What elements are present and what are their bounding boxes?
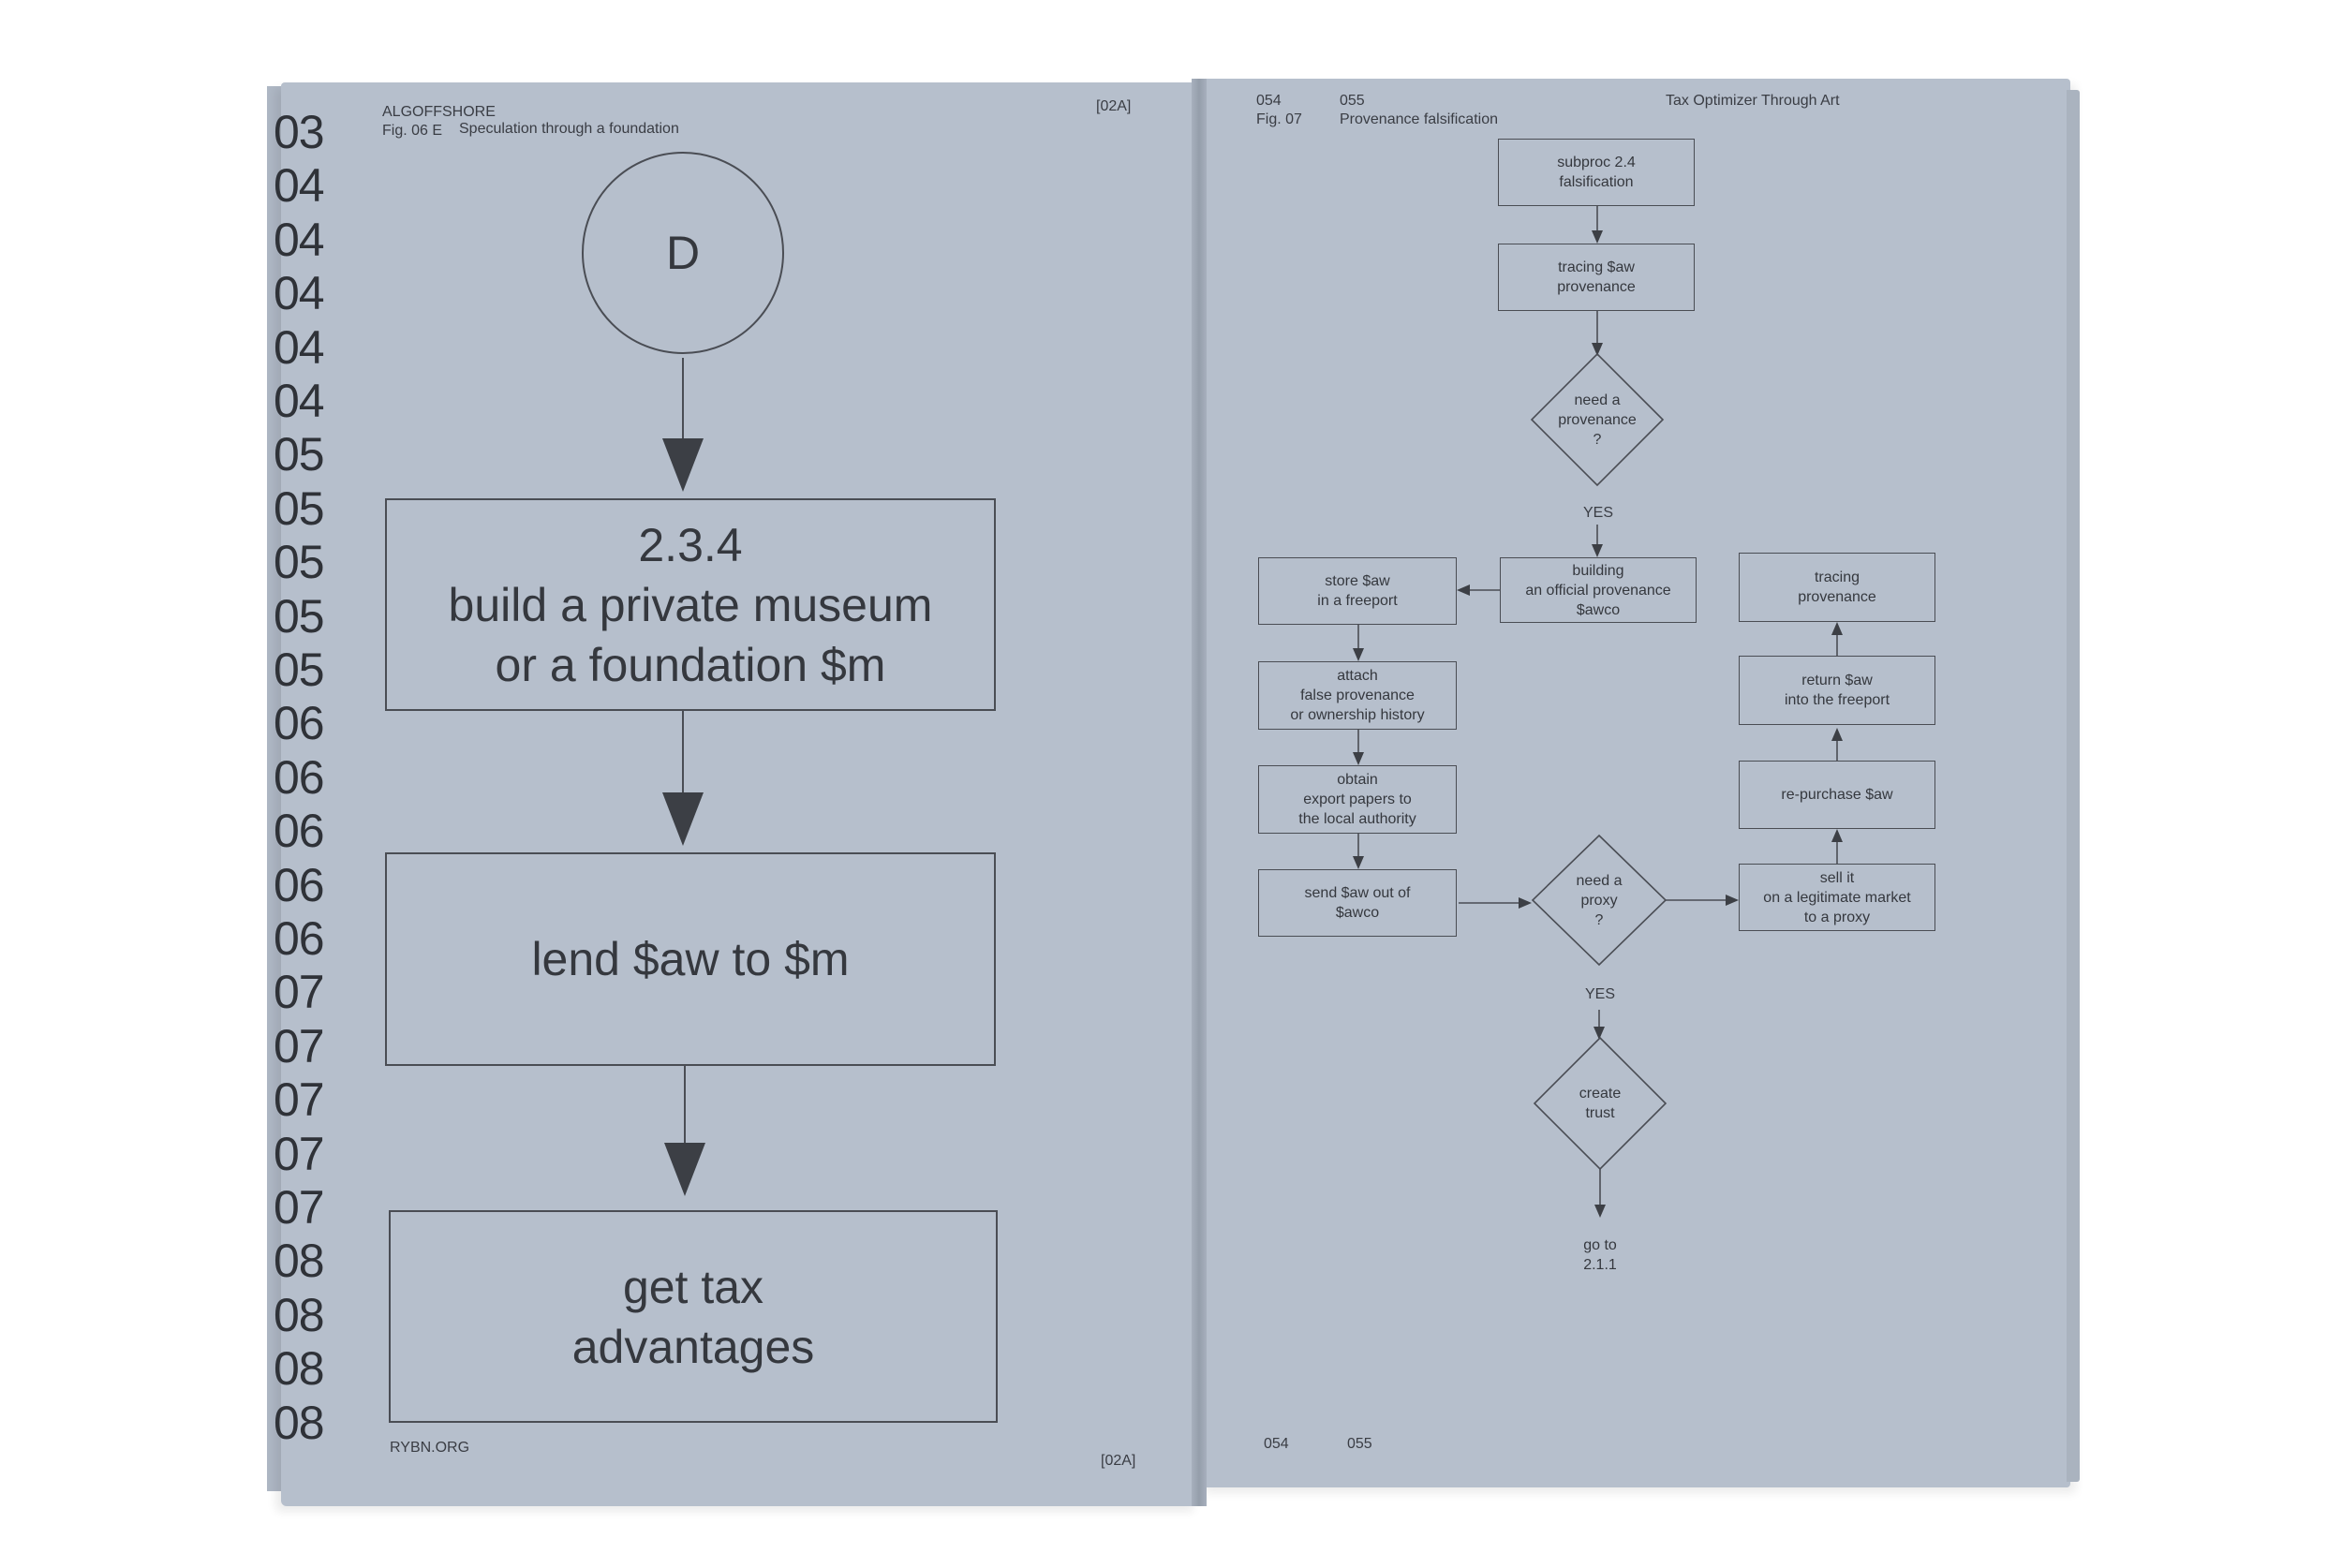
label-yes-provenance: YES [1583,505,1614,521]
edge-tab-number: 06 [274,697,325,750]
step-get-tax-advantages: get tax advantages [389,1210,998,1423]
edge-tab-number: 08 [274,1288,325,1341]
right-footer-left: 054 [1264,1436,1289,1452]
edge-tab-number: 04 [274,159,325,213]
edge-tab-number: 07 [274,966,325,1019]
left-tag-bottom: [02A] [1101,1453,1136,1469]
edge-tab-number: 04 [274,213,325,266]
node-store-aw-freeport: store $aw in a freeport [1258,557,1457,625]
right-running-title: Tax Optimizer Through Art [1666,93,1840,109]
start-node-circle [582,152,784,354]
right-fig-label: Fig. 07 [1256,111,1302,127]
edge-tab-number: 06 [274,805,325,858]
edge-tab-number: 08 [274,1235,325,1288]
edge-tab-number: 06 [274,750,325,804]
arrowhead-store [1457,584,1470,596]
node-sell-to-proxy: sell it on a legitimate market to a prox… [1739,864,1935,931]
arrowhead-building [1592,544,1603,557]
left-footer: RYBN.ORG [390,1440,470,1456]
right-page-edge [2067,90,2080,1482]
diamond-need-proxy-shape [1531,834,1668,967]
arrowhead-send [1353,856,1364,869]
edge-tab-number: 05 [274,643,325,696]
edge-tab-number: 04 [274,375,325,427]
node-return-aw-freeport: return $aw into the freeport [1739,656,1935,725]
arrowhead-repurchase [1831,829,1843,842]
right-page [1199,79,2070,1487]
node-subproc-falsification: subproc 2.4 falsification [1498,139,1695,206]
node-send-aw-out: send $aw out of $awco [1258,869,1457,937]
edge-tab-number: 08 [274,1396,325,1449]
arrowhead-create-trust [1593,1027,1605,1040]
arrowhead-tracing [1592,230,1603,244]
edge-tab-number: 07 [274,1019,325,1072]
arrowhead-step2 [662,792,704,846]
arrowhead-return [1831,728,1843,741]
left-fig-caption: Speculation through a foundation [459,121,679,137]
edge-tab-number: 06 [274,912,325,965]
edge-tab-number: 07 [274,1073,325,1127]
right-footer-right: 055 [1347,1436,1372,1452]
step-lend-aw: lend $aw to $m [385,852,996,1066]
diamond-create-trust-shape [1533,1036,1668,1171]
diamond-need-provenance-shape [1530,352,1665,487]
node-tracing-aw-provenance: tracing $aw provenance [1498,244,1695,311]
book-gutter [1192,79,1207,1506]
arrowhead-need-proxy [1519,897,1532,909]
left-tag-top: [02A] [1096,98,1132,114]
left-fig-label: Fig. 06 E [382,123,443,139]
arrowhead-obtain [1353,752,1364,765]
node-building-official-provenance: building an official provenance $awco [1500,557,1697,623]
arrowhead-attach [1353,648,1364,661]
edge-tab-number: 05 [274,481,325,535]
edge-tab-number: 05 [274,536,325,589]
arrowhead-step3 [664,1143,705,1196]
node-obtain-export-papers: obtain export papers to the local author… [1258,765,1457,834]
right-page-number-right: 055 [1340,93,1365,109]
edge-tab-number: 04 [274,267,325,320]
left-header-title: ALGOFFSHORE [382,104,496,120]
diamond-create-trust: create trust [1579,1086,1622,1121]
arrowhead-step1 [662,438,704,492]
edge-tab-number: 05 [274,428,325,481]
step-build-museum: 2.3.4 build a private museum or a founda… [385,498,996,711]
node-attach-false-provenance: attach false provenance or ownership his… [1258,661,1457,730]
arrowhead-need-provenance [1592,343,1603,356]
start-node-d: D [665,227,701,279]
edge-tab-number: 06 [274,858,325,911]
node-repurchase-aw: re-purchase $aw [1739,761,1935,829]
node-goto-2-1-1: go to 2.1.1 [1583,1237,1617,1273]
node-tracing-provenance: tracing provenance [1739,553,1935,622]
label-yes-proxy: YES [1585,986,1616,1002]
edge-tab-number: 05 [274,589,325,643]
edge-tab-number: 03 [274,106,325,158]
edge-tab-number: 08 [274,1342,325,1396]
diamond-need-proxy: need a proxy ? [1576,872,1623,928]
right-fig-caption: Provenance falsification [1340,111,1498,127]
arrowhead-sell [1726,895,1739,906]
edge-tab-number: 07 [274,1181,325,1234]
edge-tab-number: 07 [274,1127,325,1180]
edge-tab-number: 04 [274,320,325,374]
arrowhead-tracing-provenance [1831,622,1843,635]
left-page [281,82,1199,1506]
diamond-need-provenance: need a provenance ? [1558,392,1637,448]
arrowhead-goto [1594,1205,1606,1218]
right-page-number-left: 054 [1256,93,1282,109]
